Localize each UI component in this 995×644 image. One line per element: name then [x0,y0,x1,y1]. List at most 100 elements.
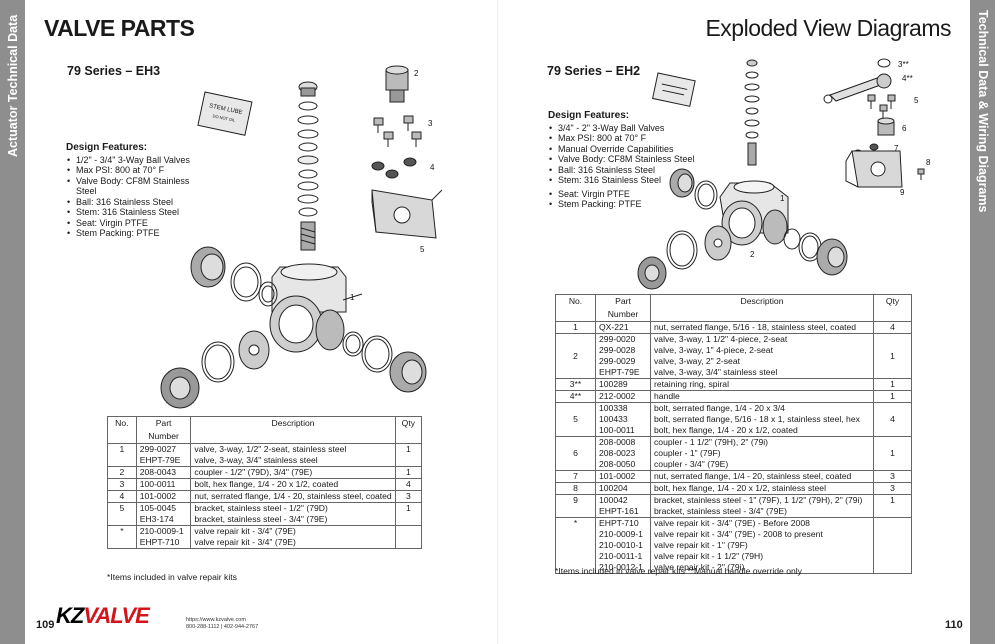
col-header-qty: Qty [394,416,423,444]
part-number: 101-0002 [139,491,177,501]
eh2-parts-table: No. Part Number Description Qty 1 QX-221… [555,294,912,574]
description: handle [654,391,680,401]
row-descriptions: bracket, stainless steel - 1/2" (79D)bra… [190,502,396,526]
part-number: 208-0008 [599,437,636,447]
part-number: 100-0011 [139,479,176,489]
part-number: QX-221 [599,322,629,332]
part-number: EHPT-710 [599,518,639,528]
part-number: 210-0009-1 [599,529,643,539]
description: bracket, stainless steel - 1/2" (79D) [194,503,328,513]
description: nut, serrated flange, 1/4 - 20, stainles… [654,471,852,481]
part-number: 100433 [599,414,628,424]
table-row: 7 101-0002 nut, serrated flange, 1/4 - 2… [555,470,912,483]
row-descriptions: coupler - 1 1/2" (79H), 2" (79i) coupler … [650,436,874,471]
feature-item: Seat: Virgin PTFE [66,218,191,229]
row-part-numbers: 212-0002 [595,390,651,403]
description: valve, 3-way, 3/4" stainless steel [654,367,778,377]
left-footnote: *Items included in valve repair kits [107,572,237,583]
callout-4: 4 [430,163,435,172]
part-number: EHPT-710 [139,537,180,547]
row-qty: 4 [394,478,423,491]
right-series-title: 79 Series – EH2 [547,64,641,78]
left-page-title: VALVE PARTS [44,15,195,41]
table-row: 2 208-0043 coupler - 1/2" (79D), 3/4" (7… [107,466,423,479]
callout-5: 5 [914,96,919,105]
feature-item: Stem: 316 Stainless Steel [66,207,191,218]
description: nut, serrated flange, 1/4 - 20, stainles… [194,491,392,501]
row-qty: 4 [873,402,912,437]
callout-2: 2 [414,69,419,78]
row-no: * [107,525,137,549]
row-descriptions: bracket, stainless steel - 1" (79F), 1 1… [650,494,874,518]
description: valve repair kit - 3/4" (79E) - 2008 to … [654,529,823,539]
feature-item: Seat: Virgin PTFE [548,189,698,200]
part-number: EHPT-79E [139,455,181,465]
description: coupler - 3/4" (79E) [654,459,729,469]
row-descriptions: valve repair kit - 3/4" (79E)valve repai… [190,525,396,549]
description: coupler - 1 1/2" (79H), 2" (79i) [654,437,769,447]
row-qty: 1 [394,502,423,526]
footnote-line: *Items included in valve repair kits [107,572,237,582]
part-number: 212-0002 [599,391,636,401]
feature-item: Stem: 316 Stainless Steel [548,175,698,186]
right-features-list: 3/4" - 2" 3-Way Ball Valves Max PSI: 800… [548,123,698,210]
eh3-exploded-diagram: STEM LUBE DO NOT OIL [160,65,443,409]
right-features-title: Design Features: [548,110,630,121]
kz-valve-logo: KZVALVE [56,603,150,629]
description: nut, serrated flange, 5/16 - 18, stainle… [654,322,857,332]
part-number: 105-0045 [139,503,177,513]
description: valve, 3-way, 3/4" stainless steel [194,455,318,465]
callout-1: 1 [350,293,355,302]
part-number: 210-0011-1 [599,551,643,561]
logo-valve-text: VALVE [83,603,150,628]
part-number: 101-0002 [599,471,636,481]
right-design-features: Design Features: 3/4" - 2" 3-Way Ball Va… [548,110,698,210]
part-number: 210-0009-1 [139,526,184,536]
description: valve repair kit - 3/4" (79E) - Before 2… [654,518,810,528]
part-number: 299-0028 [599,345,636,355]
page-spine [497,0,498,644]
part-number: 210-0010-1 [599,540,643,550]
row-qty [873,517,912,574]
row-no: 1 [555,321,596,334]
description: bolt, hex flange, 1/4 - 20 x 1/2, coated [654,425,798,435]
left-features-title: Design Features: [66,142,148,153]
part-number: EHPT-79E [599,367,640,377]
row-qty: 4 [873,321,912,334]
part-number: 100338 [599,403,628,413]
row-part-numbers: 208-0043 [135,466,192,479]
part-number: 299-0027 [139,444,177,454]
description: bolt, serrated flange, 5/16 - 18 x 1, st… [654,414,860,424]
row-descriptions: nut, serrated flange, 5/16 - 18, stainle… [650,321,874,334]
row-no: 8 [555,482,596,495]
part-number: EH3-174 [139,514,174,524]
description: valve, 3-way, 1" 4-piece, 2-seat [654,345,773,355]
eh2-exploded-diagram: 1 2 3** 4** 5 6 7 8 9 [637,58,931,290]
feature-item: Max PSI: 800 at 70° F [66,165,191,176]
row-qty: 3 [873,470,912,483]
row-qty: 1 [873,494,912,518]
logo-kz-text: KZ [56,603,84,628]
description: valve repair kit - 2" (79i) [654,562,745,572]
feature-item: Stem Packing: PTFE [548,199,698,210]
row-no: 2 [107,466,137,479]
table-row: 4** 212-0002 handle 1 [555,390,912,403]
feature-item: Ball: 316 Stainless Steel [66,197,191,208]
part-number: 100289 [599,379,628,389]
col-header-description: Description [650,294,874,322]
right-page-title: Exploded View Diagrams [705,15,951,41]
description: valve, 3-way, 1/2" 2-seat, stainless ste… [194,444,347,454]
description: bracket, stainless steel - 3/4" (79E) [194,514,328,524]
right-side-tab: Technical Data & Wiring Diagrams [970,0,995,644]
footer-contact: https://www.kzvalve.com 800-288-1112 | 4… [186,617,258,631]
callout-5: 5 [420,245,425,254]
row-qty: 3 [873,482,912,495]
website-link[interactable]: https://www.kzvalve.com [186,617,246,623]
